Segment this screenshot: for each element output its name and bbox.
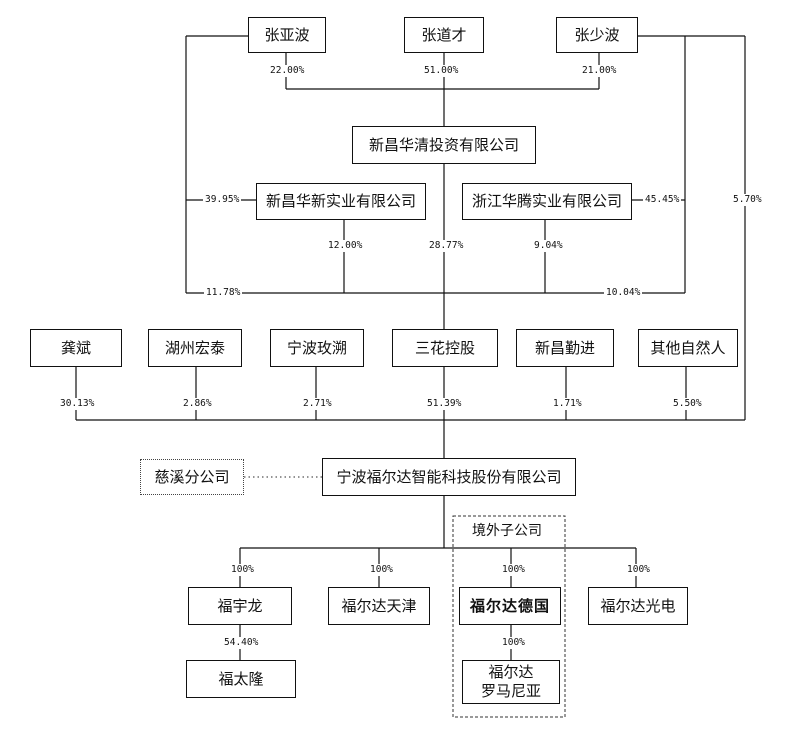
pct-fuerda-germany: 100% <box>500 564 527 576</box>
node-fuyulong: 福宇龙 <box>188 587 292 625</box>
pct-shaobo-huaqing: 21.00% <box>580 65 619 77</box>
pct-huateng-sanhua: 9.04% <box>532 240 565 252</box>
pct-others-fuerda: 5.50% <box>671 398 704 410</box>
pct-shaobo-fuerda: 5.70% <box>731 194 764 206</box>
node-fuerda-romania-line2: 罗马尼亚 <box>480 682 541 700</box>
pct-sanhua-fuerda: 51.39% <box>425 398 464 410</box>
pct-yabo-huaqing: 22.00% <box>268 65 307 77</box>
pct-huzhou-fuerda: 2.86% <box>181 398 214 410</box>
node-zhang-shaobo: 张少波 <box>556 17 638 53</box>
pct-qinjin-fuerda: 1.71% <box>551 398 584 410</box>
pct-fuerda-opto: 100% <box>625 564 652 576</box>
pct-yabo-sanhua: 11.78% <box>204 287 243 299</box>
pct-gongbin-fuerda: 30.13% <box>58 398 97 410</box>
node-xinchang-huaqing: 新昌华清投资有限公司 <box>352 126 536 164</box>
node-huzhou-hongtai: 湖州宏泰 <box>148 329 242 367</box>
node-ningbo-meishuo: 宁波玫溯 <box>270 329 364 367</box>
node-sanhua-holding: 三花控股 <box>392 329 498 367</box>
node-fuerda-romania: 福尔达 罗马尼亚 <box>462 660 560 704</box>
node-fuerda: 宁波福尔达智能科技股份有限公司 <box>322 458 576 496</box>
pct-shaobo-sanhua: 10.04% <box>604 287 643 299</box>
pct-fuerda-tianjin: 100% <box>368 564 395 576</box>
node-fuerda-germany: 福尔达德国 <box>459 587 561 625</box>
pct-shaobo-huateng: 45.45% <box>643 194 682 206</box>
node-other-persons: 其他自然人 <box>638 329 738 367</box>
node-gong-bin: 龚斌 <box>30 329 122 367</box>
node-fuerda-tianjin: 福尔达天津 <box>328 587 430 625</box>
node-zhang-yabo: 张亚波 <box>248 17 326 53</box>
pct-fuerda-fuyulong: 100% <box>229 564 256 576</box>
pct-huaxin-sanhua: 12.00% <box>326 240 365 252</box>
pct-huaqing-sanhua: 28.77% <box>427 240 466 252</box>
node-zhejiang-huateng: 浙江华腾实业有限公司 <box>462 183 632 220</box>
node-xinchang-huaxin: 新昌华新实业有限公司 <box>256 183 426 220</box>
overseas-subsidiaries-label: 境外子公司 <box>469 520 545 540</box>
node-fuerda-romania-line1: 福尔达 <box>488 663 534 682</box>
pct-yabo-huaxin: 39.95% <box>203 194 242 206</box>
node-futailong: 福太隆 <box>186 660 296 698</box>
pct-fuyulong-futailong: 54.40% <box>222 637 261 649</box>
node-xinchang-qinjin: 新昌勤进 <box>516 329 614 367</box>
pct-daocai-huaqing: 51.00% <box>422 65 461 77</box>
node-cixi-branch: 慈溪分公司 <box>140 459 244 495</box>
pct-ningbo-fuerda: 2.71% <box>301 398 334 410</box>
node-fuerda-optoelectronics: 福尔达光电 <box>588 587 688 625</box>
pct-germany-romania: 100% <box>500 637 527 649</box>
node-zhang-daocai: 张道才 <box>404 17 484 53</box>
